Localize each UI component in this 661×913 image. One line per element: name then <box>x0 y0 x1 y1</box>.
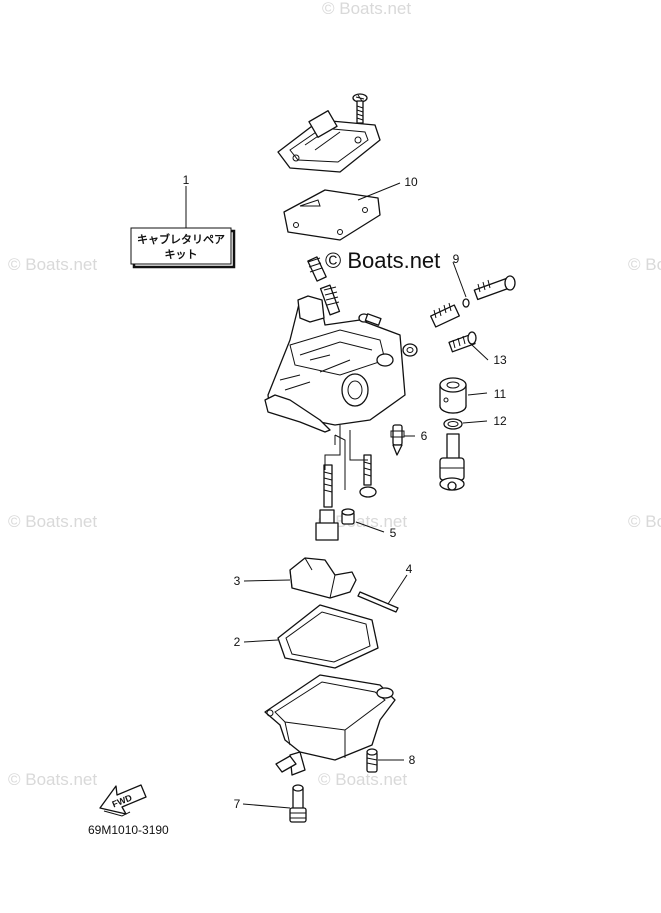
pilot-screw <box>307 256 341 316</box>
idle-screw <box>358 313 382 326</box>
pilot-jet <box>359 454 377 498</box>
repair-kit-label: キャブレタリペア キット <box>130 227 236 269</box>
float-bowl <box>264 674 396 776</box>
callout-13: 13 <box>493 353 507 367</box>
callout-11: 11 <box>494 387 507 401</box>
part-8-screw <box>366 748 378 773</box>
callout-8: 8 <box>409 753 416 767</box>
callout-1: 1 <box>183 173 190 187</box>
watermark: © Boats.net <box>8 512 97 531</box>
part-2-gasket <box>277 604 379 669</box>
gasket-10 <box>283 189 381 241</box>
part-6-needle <box>390 424 405 456</box>
watermark: © Boats.net <box>8 255 97 274</box>
leader-lines <box>185 182 489 809</box>
callout-2: 2 <box>234 635 241 649</box>
carburetor-body <box>264 295 418 490</box>
part-11-piston <box>439 377 467 414</box>
throttle-screw <box>430 302 460 328</box>
part-9-screw <box>462 275 516 308</box>
callout-12: 12 <box>493 414 507 428</box>
callout-4: 4 <box>406 562 413 576</box>
watermark: © Boats.net <box>628 512 661 531</box>
part-4-pin <box>357 591 399 613</box>
kit-label-line-2: キット <box>165 248 198 261</box>
watermark: © Boats.net <box>318 770 407 789</box>
watermark: © Boats.net <box>8 770 97 789</box>
watermark: © Boats.net <box>322 0 411 18</box>
top-cover <box>277 110 381 173</box>
callout-3: 3 <box>234 574 241 588</box>
top-screw <box>352 93 368 124</box>
part-3-float <box>289 557 357 599</box>
part-13-fitting <box>448 331 477 353</box>
callout-7: 7 <box>234 797 241 811</box>
callout-9: 9 <box>453 252 460 266</box>
callout-10: 10 <box>404 175 418 189</box>
callout-6: 6 <box>421 429 428 443</box>
part-12-oring <box>443 418 463 430</box>
plunger-assembly <box>439 433 465 491</box>
fwd-arrow-icon: FWD <box>99 784 147 817</box>
callout-5: 5 <box>390 526 397 540</box>
part-5-screw <box>341 508 355 525</box>
brand-logo: © Boats.net <box>325 248 440 273</box>
diagram-code: 69M1010-3190 <box>88 823 169 837</box>
watermark: © Boats.net <box>318 512 407 531</box>
callouts: 1 2 3 4 5 6 7 8 9 10 11 12 13 <box>183 173 507 811</box>
part-7-fitting <box>289 784 307 823</box>
kit-label-line-1: キャブレタリペア <box>137 232 225 246</box>
watermarks: © Boats.net © Boats.net © Boats.net © Bo… <box>8 0 661 789</box>
watermark: © Boats.net <box>628 255 661 274</box>
main-nozzle <box>315 464 339 541</box>
